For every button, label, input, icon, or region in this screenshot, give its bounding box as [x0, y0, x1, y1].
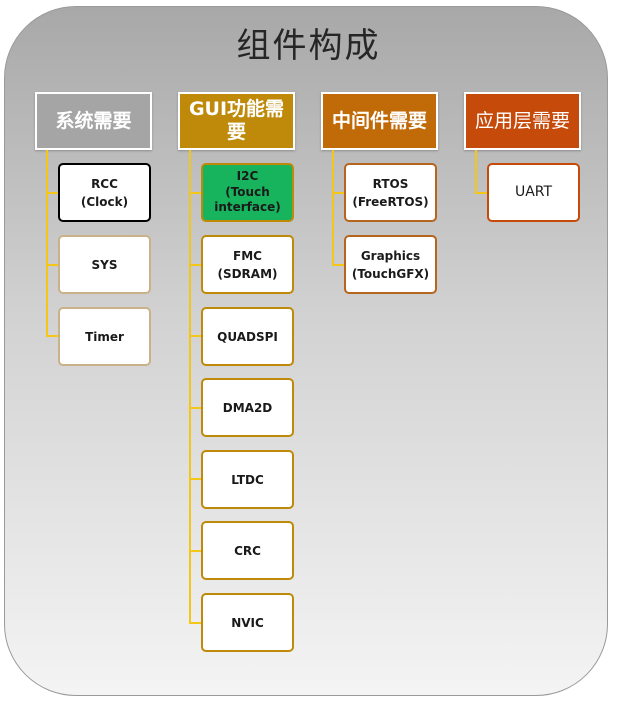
component-rcc: RCC (Clock) [58, 163, 151, 222]
component-uart: UART [487, 163, 580, 222]
connector-middleware-branch [332, 192, 344, 194]
connector-system-branch [46, 264, 58, 266]
connector-system-trunk [46, 150, 48, 337]
component-quadspi: QUADSPI [201, 307, 294, 366]
connector-application-trunk [475, 150, 477, 194]
header-system: 系统需要 [35, 92, 152, 150]
connector-gui-branch [189, 478, 201, 480]
connector-gui-branch [189, 192, 201, 194]
component-timer: Timer [58, 307, 151, 366]
connector-gui-branch [189, 622, 201, 624]
header-gui: GUI功能需要 [178, 92, 295, 150]
connector-middleware-trunk [332, 150, 334, 266]
diagram-title: 组件构成 [236, 26, 381, 66]
component-fmc: FMC (SDRAM) [201, 235, 294, 294]
connector-middleware-branch [332, 264, 344, 266]
component-ltdc: LTDC [201, 450, 294, 509]
component-sys: SYS [58, 235, 151, 294]
component-graphics: Graphics (TouchGFX) [344, 235, 437, 294]
connector-system-branch [46, 192, 58, 194]
header-application: 应用层需要 [464, 92, 581, 150]
header-middleware: 中间件需要 [321, 92, 438, 150]
component-nvic: NVIC [201, 593, 294, 652]
connector-gui-branch [189, 264, 201, 266]
component-rtos: RTOS (FreeRTOS) [344, 163, 437, 222]
connector-gui-branch [189, 335, 201, 337]
component-crc: CRC [201, 521, 294, 580]
connector-gui-branch [189, 550, 201, 552]
connector-application-branch [475, 192, 487, 194]
component-i2c: I2C (Touch interface) [201, 163, 294, 222]
connector-gui-branch [189, 407, 201, 409]
connector-gui-trunk [189, 150, 191, 624]
connector-system-branch [46, 335, 58, 337]
component-dma2d: DMA2D [201, 378, 294, 437]
